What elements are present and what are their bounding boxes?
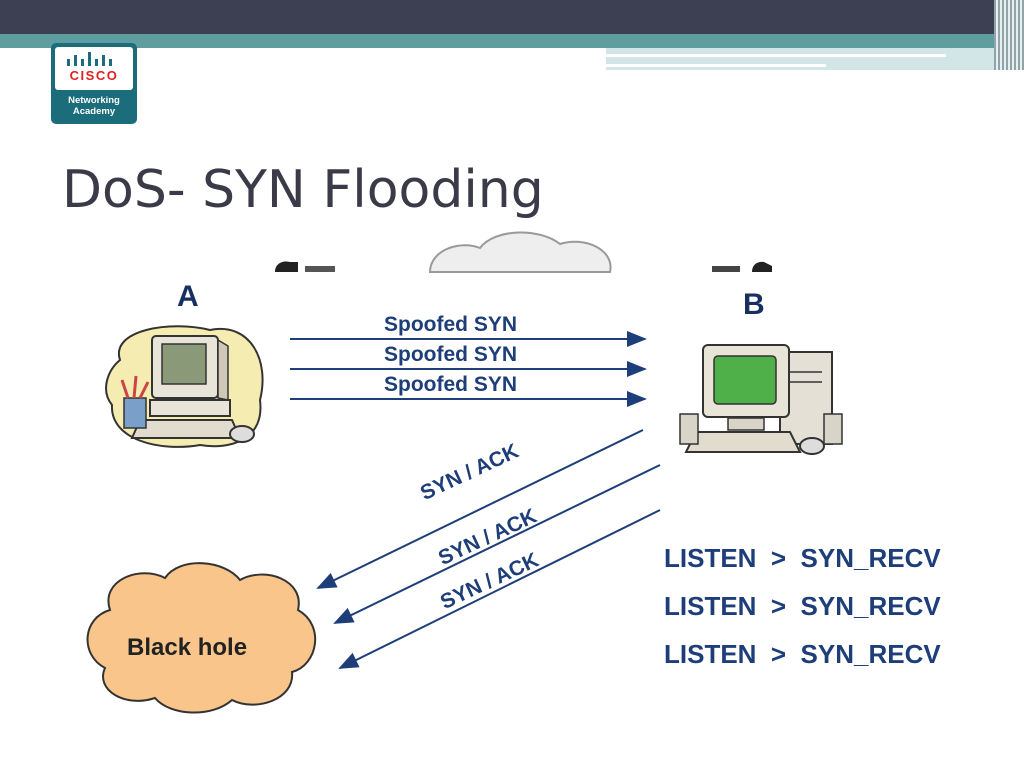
node-b-label: B: [743, 288, 765, 321]
cisco-bars-icon: [67, 52, 112, 66]
spoofed-syn-label: Spoofed SYN: [384, 343, 518, 366]
teal-band: [0, 34, 1024, 48]
listen-state-label: LISTEN > SYN_RECV: [664, 543, 941, 573]
clipped-figure-icon: [712, 261, 772, 272]
syn-ack-arrow: [338, 509, 661, 669]
listen-state-label: LISTEN > SYN_RECV: [664, 591, 941, 621]
syn-ack-arrow: [316, 429, 644, 589]
spoofed-syn-label: Spoofed SYN: [384, 313, 518, 336]
logo-panel: CISCO: [55, 47, 133, 90]
clipped-figure-icon: [275, 261, 335, 272]
logo-subtitle-line: Networking: [68, 95, 120, 106]
black-hole-label: Black hole: [127, 634, 248, 661]
listen-state-label: LISTEN > SYN_RECV: [664, 639, 941, 669]
syn-ack-arrow: [333, 464, 661, 624]
computer-a-icon: [105, 325, 264, 448]
computer-b-icon: [679, 344, 843, 455]
corner-stripes: [994, 0, 1024, 70]
top-bar: [0, 0, 1024, 34]
node-a-label: A: [177, 280, 199, 313]
accent-line: [606, 54, 946, 57]
background-cloud: [428, 231, 612, 273]
accent-line: [606, 64, 826, 67]
logo-wordmark: CISCO: [69, 68, 119, 83]
spoofed-syn-label: Spoofed SYN: [384, 373, 518, 396]
black-hole-cloud-icon: [86, 562, 317, 714]
cisco-logo: CISCO Networking Academy: [51, 43, 137, 124]
logo-subtitle-line: Academy: [72, 106, 116, 117]
logo-subtitle: Networking Academy: [51, 95, 137, 117]
slide-title: DoS- SYN Flooding: [62, 160, 544, 220]
